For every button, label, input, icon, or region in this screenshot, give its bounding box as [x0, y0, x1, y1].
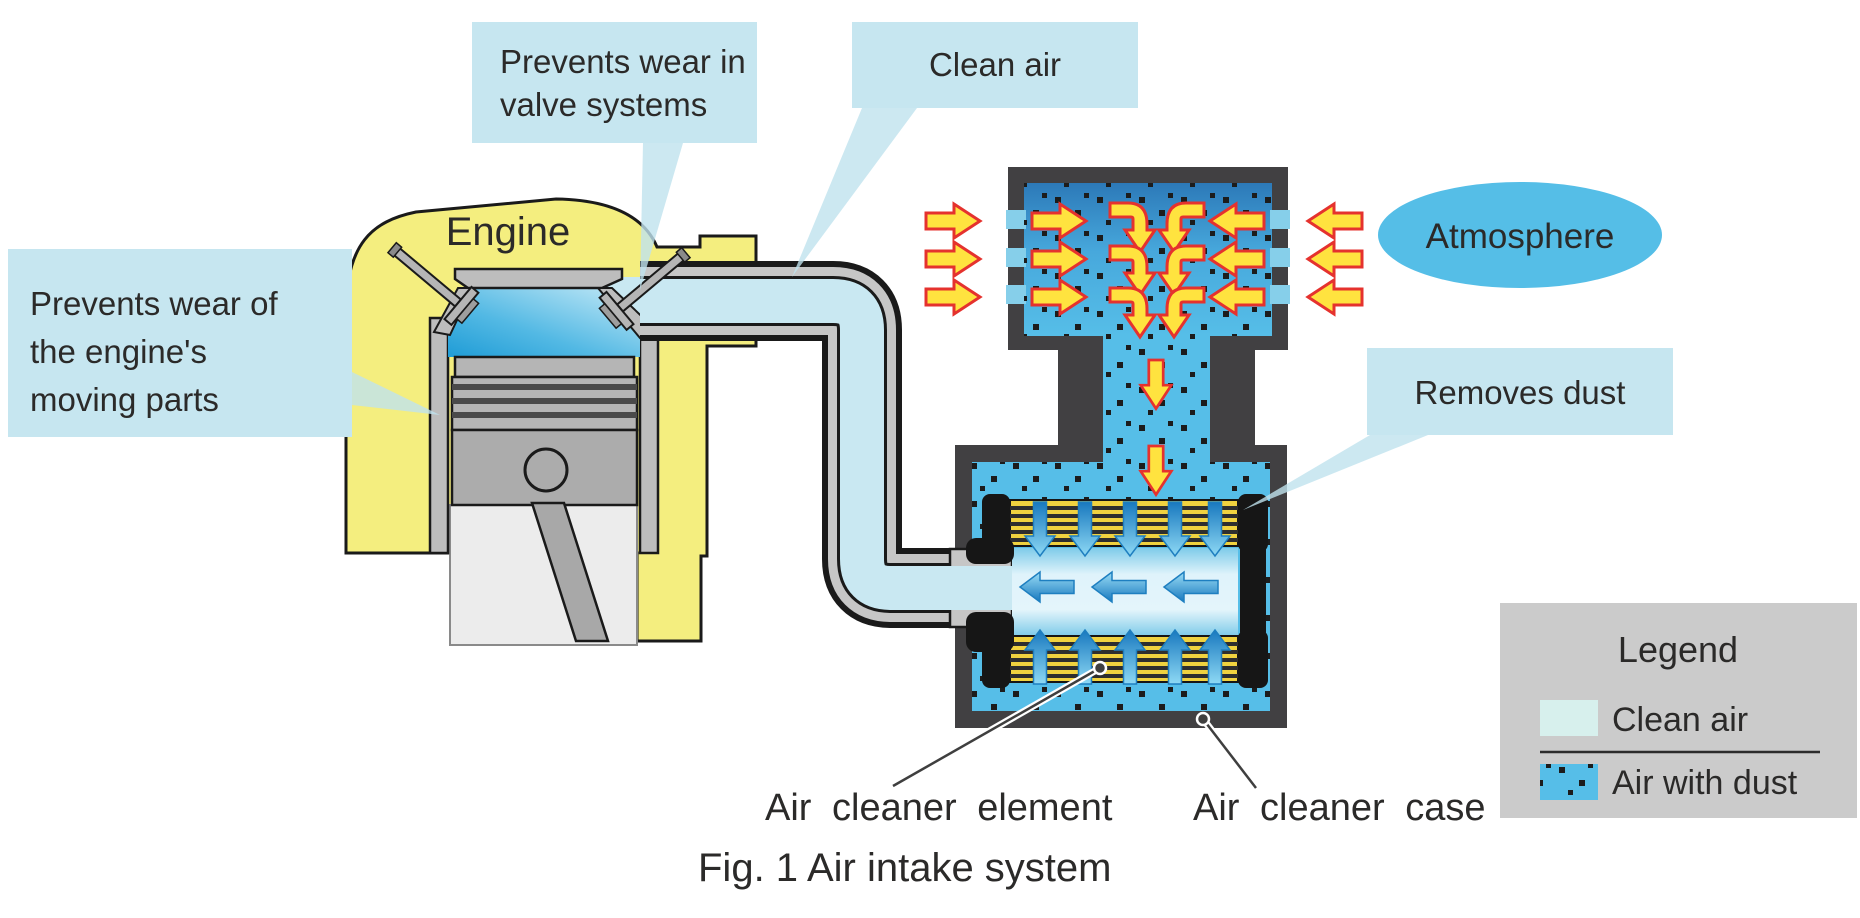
legend-clean-air-label: Clean air: [1612, 701, 1748, 739]
legend: Legend Clean air Air with dust: [1500, 603, 1857, 818]
clean-air-callout-tail: [792, 108, 917, 277]
air-cleaner-case-assembly: [948, 336, 1287, 728]
case-leader-dot: [1195, 711, 1211, 727]
clean-air-callout-box: [852, 22, 1138, 108]
air-cleaner-element-label: Air cleaner element: [765, 787, 1113, 829]
legend-dust-label: Air with dust: [1612, 764, 1798, 802]
figure-caption: Fig. 1 Air intake system: [698, 846, 1111, 890]
removes-dust-callout-tail: [1243, 435, 1428, 510]
clean-air-callout-label: Clean air: [929, 46, 1061, 83]
intake-pipe: [640, 261, 982, 628]
cylinder-wall-left: [428, 316, 450, 555]
legend-clean-air-swatch: [1540, 700, 1598, 736]
moving-parts-line1: Prevents wear of: [30, 285, 278, 322]
pipe-pass-opening: [948, 566, 1014, 610]
air-cleaner-case-label: Air cleaner case: [1193, 787, 1485, 829]
combustion-chamber-air: [448, 288, 640, 357]
legend-title: Legend: [1618, 629, 1738, 670]
moving-parts-callout-tail: [352, 372, 440, 415]
removes-dust-label: Removes dust: [1415, 374, 1626, 411]
engine-label: Engine: [446, 210, 571, 254]
frame-stub-bottom-left: [966, 612, 1014, 652]
callout-tails: [352, 108, 1428, 510]
valve-callout-tail: [640, 143, 683, 290]
element-leader-dot: [1092, 660, 1108, 676]
atmosphere-label: Atmosphere: [1426, 217, 1615, 256]
exhaust-valve: [386, 241, 480, 327]
piston: [450, 355, 639, 643]
moving-parts-line3: moving parts: [30, 381, 219, 418]
moving-parts-line2: the engine's: [30, 333, 207, 370]
callout-boxes: Prevents wear in valve systems Clean air…: [8, 22, 1673, 437]
wrist-pin: [523, 447, 569, 493]
valve-callout-line2: valve systems: [500, 86, 707, 123]
connecting-rod: [530, 501, 610, 643]
moving-parts-callout-box: [8, 249, 352, 437]
frame-wall-right: [1240, 540, 1266, 640]
cylinder-wall-right: [638, 334, 660, 555]
neck-wall-right: [1210, 336, 1255, 448]
neck-wall-left: [1058, 336, 1103, 448]
cylinder-head-slab: [453, 267, 624, 290]
pipe-clean-air: [640, 279, 982, 610]
intake-slots: [1006, 210, 1290, 304]
atmosphere-bubble: [1378, 182, 1662, 288]
leader-lines: [891, 660, 1259, 791]
intake-valve: [598, 246, 692, 332]
removes-dust-callout-box: [1367, 348, 1673, 435]
frame-stub-top-left: [966, 538, 1014, 564]
valve-callout-box: [472, 22, 757, 143]
legend-dust-swatch-dots: [1540, 764, 1598, 800]
valve-callout-line1: Prevents wear in: [500, 43, 746, 80]
